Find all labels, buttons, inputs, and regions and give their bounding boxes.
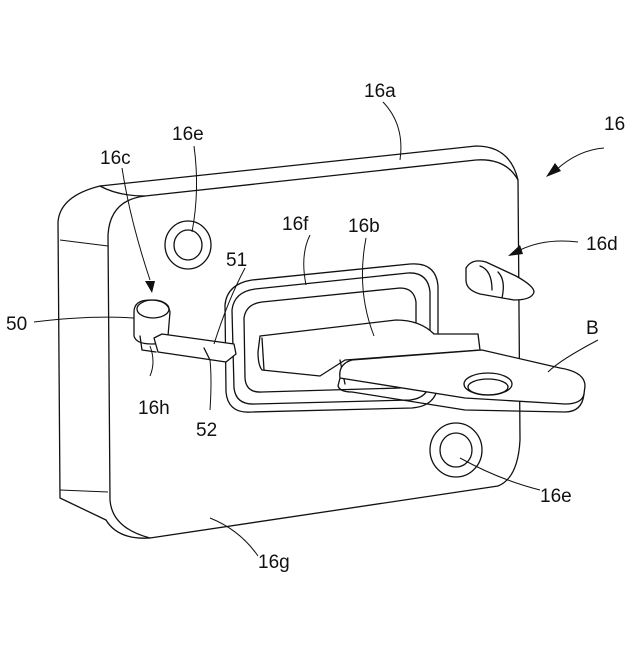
label-16h: 16h xyxy=(138,398,170,419)
label-16g: 16g xyxy=(258,552,290,573)
label-16d: 16d xyxy=(586,234,618,255)
label-51: 51 xyxy=(226,250,247,271)
label-50: 50 xyxy=(6,314,27,335)
label-16f: 16f xyxy=(282,214,309,235)
label-16e-top: 16e xyxy=(172,124,204,145)
label-16c: 16c xyxy=(100,148,131,169)
label-16b: 16b xyxy=(348,216,380,237)
label-16: 16 xyxy=(604,114,625,135)
arrow-16 xyxy=(546,148,604,177)
label-52: 52 xyxy=(196,420,217,441)
label-16a: 16a xyxy=(364,81,396,102)
label-16e-bottom: 16e xyxy=(540,486,572,507)
label-B: B xyxy=(586,318,599,339)
